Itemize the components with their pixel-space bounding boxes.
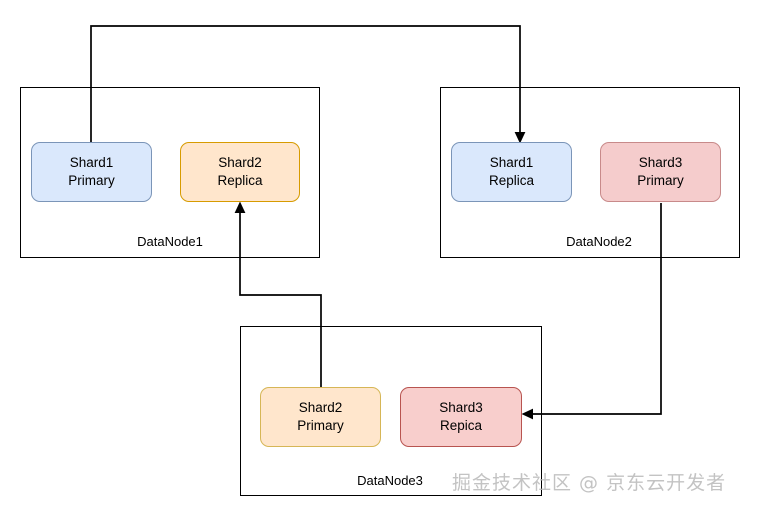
datanode-label-datanode2: DataNode2 (566, 234, 632, 249)
datanode-label-datanode1: DataNode1 (137, 234, 203, 249)
shard-box-line2: Primary (68, 173, 115, 188)
shard-box-line2: Repica (439, 418, 483, 433)
connection-shard1-primary-to-shard1-replica (90, 25, 526, 146)
shard-box-line1: Shard2 (298, 399, 343, 415)
arrowhead-left-icon (521, 408, 533, 420)
shard-box-shard2-replica[interactable]: Shard2 Replica (180, 142, 300, 202)
shard-box-shard3-primary[interactable]: Shard3 Primary (600, 142, 721, 202)
datanode-container-datanode1[interactable] (20, 87, 320, 258)
shard-box-shard1-replica[interactable]: Shard1 Replica (451, 142, 572, 202)
shard-box-line2: Primary (637, 173, 684, 188)
connection-path (239, 213, 322, 390)
shard-box-line1: Shard2 (218, 154, 262, 170)
arrowhead-up-icon (234, 201, 246, 213)
shard-box-line1: Shard1 (69, 154, 114, 170)
shard-box-line2: Replica (488, 173, 535, 188)
connection-path (533, 203, 662, 415)
shard-box-line2: Replica (217, 173, 263, 188)
shard-box-shard3-replica[interactable]: Shard3 Repica (400, 387, 522, 447)
shard-box-line1: Shard3 (439, 399, 483, 415)
watermark-text: 掘金技术社区 @ 京东云开发者 (452, 472, 727, 494)
datanode-container-datanode2[interactable] (440, 87, 740, 258)
shard-box-shard1-primary[interactable]: Shard1 Primary (31, 142, 152, 202)
shard-box-shard2-primary[interactable]: Shard2 Primary (260, 387, 381, 447)
shard-box-line1: Shard3 (638, 154, 683, 170)
connection-shard2-primary-to-shard2-replica (234, 201, 322, 390)
shard-box-line2: Primary (297, 418, 344, 433)
shard-box-line1: Shard1 (489, 154, 534, 170)
datanode-label-datanode3: DataNode3 (357, 473, 423, 488)
connection-shard3-primary-to-shard3-replica (521, 203, 662, 420)
connection-path (90, 25, 521, 146)
arrowhead-down-icon (514, 132, 526, 144)
datanode-container-datanode3[interactable] (240, 326, 542, 496)
